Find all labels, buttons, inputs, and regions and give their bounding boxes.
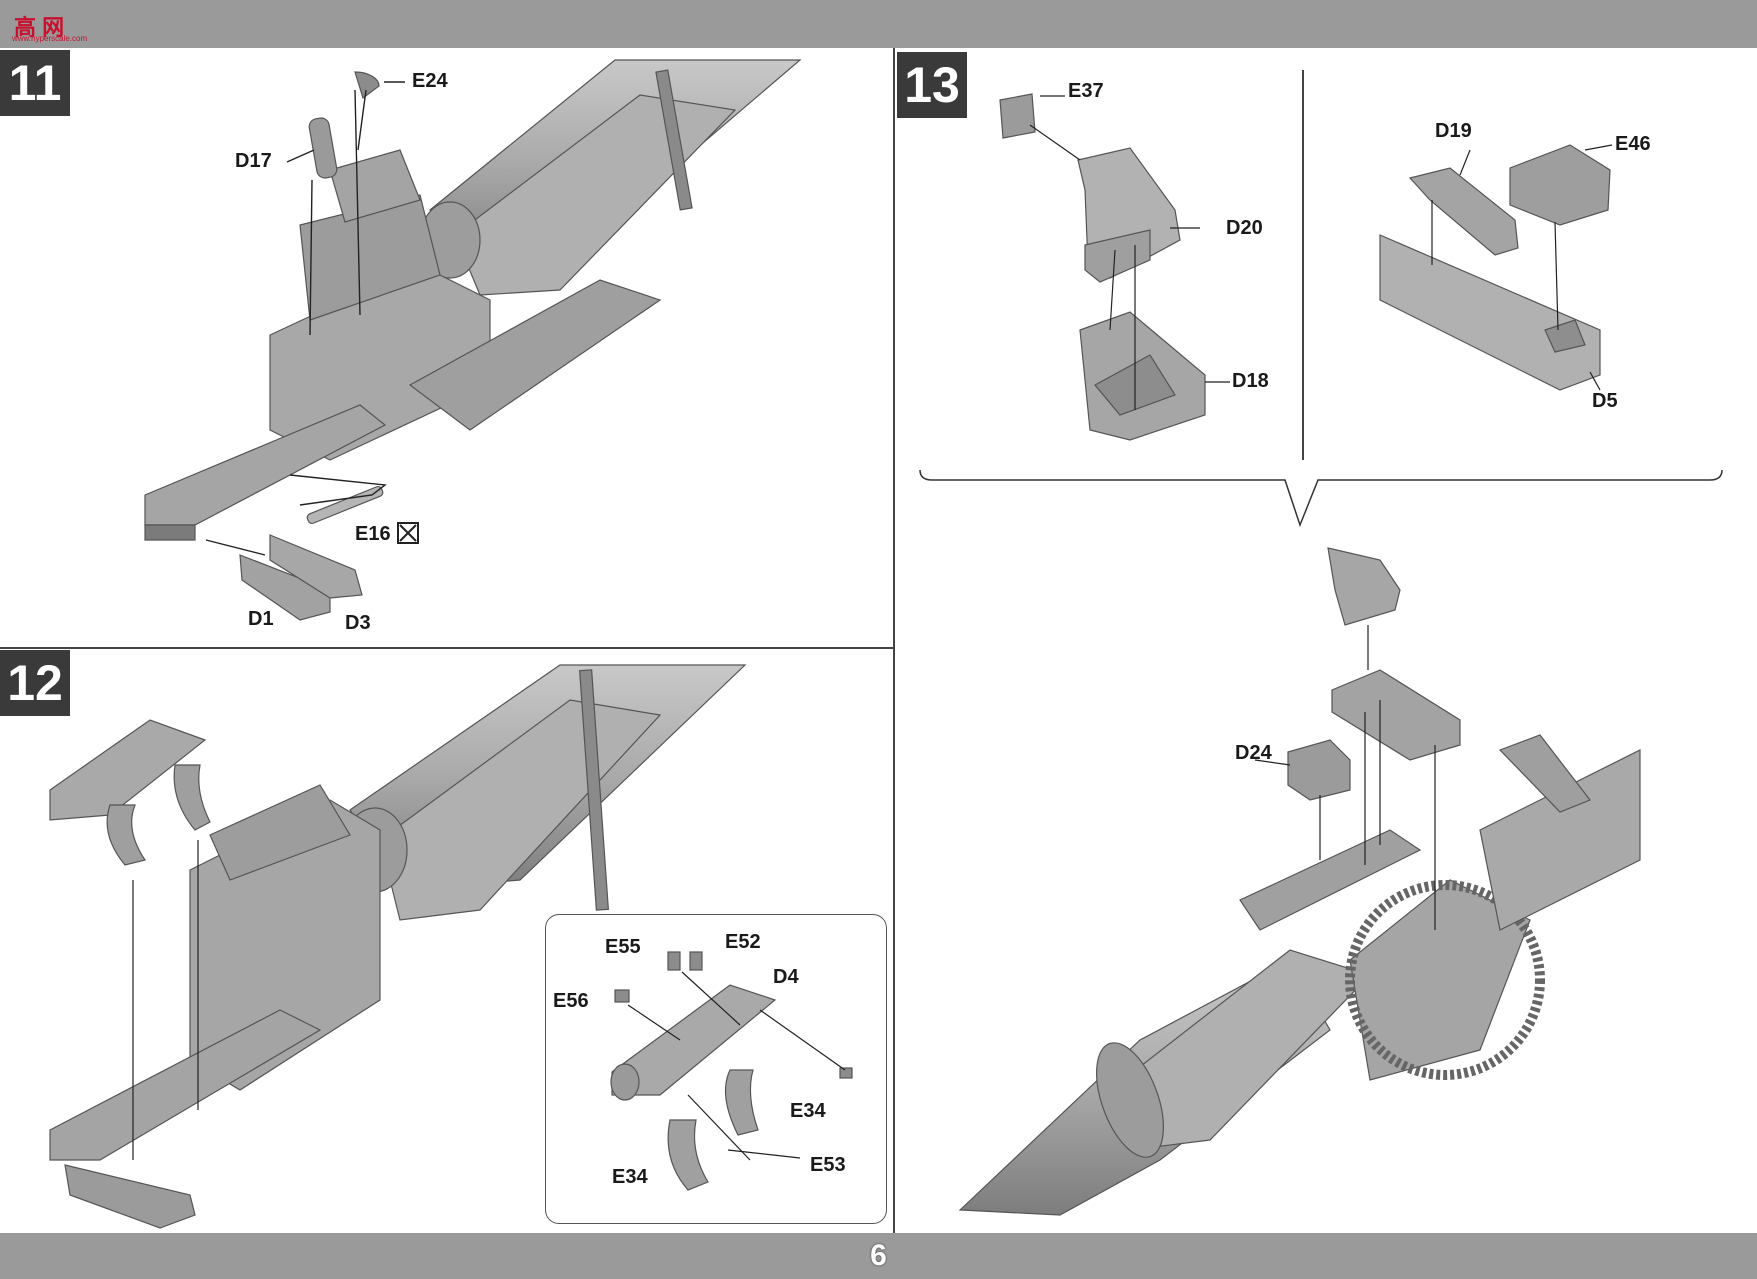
step-12-inset-leaders <box>627 971 846 1161</box>
step-13-gun-assembly <box>958 547 1641 1216</box>
label-E37: E37 <box>1068 80 1104 102</box>
no-glue-icon <box>397 522 419 544</box>
label-D3: D3 <box>345 612 371 634</box>
divider-vertical-main <box>893 48 895 1233</box>
step-12-leader-lines <box>132 840 199 1160</box>
divider-step11-12 <box>0 647 894 649</box>
label-E24: E24 <box>412 70 448 92</box>
step-13-badge: 13 <box>897 52 967 118</box>
step-13-assembly-leaders <box>1254 625 1436 930</box>
site-logo: 高 网 www.hyperscale.com <box>6 4 87 43</box>
step-13-grip-leaders <box>1029 95 1230 410</box>
step-13-callout-bracket <box>919 469 1723 528</box>
label-D1: D1 <box>248 608 274 630</box>
label-E16: E16 <box>355 523 391 545</box>
logo-text: 高 网 <box>14 15 65 40</box>
step-11-leader-lines <box>205 81 405 556</box>
step-13-grip-assembly <box>999 93 1206 441</box>
step-11-badge: 11 <box>0 50 70 116</box>
divider-step13-inner <box>1302 70 1304 460</box>
step-13-base-assembly <box>1379 144 1611 391</box>
label-D5: D5 <box>1592 390 1618 412</box>
label-E56: E56 <box>553 990 589 1012</box>
label-D18: D18 <box>1232 370 1269 392</box>
top-bar <box>0 0 1757 48</box>
label-E55: E55 <box>605 936 641 958</box>
label-E53: E53 <box>810 1154 846 1176</box>
label-E34-right: E34 <box>790 1100 826 1122</box>
bottom-bar <box>0 1233 1757 1279</box>
label-D20: D20 <box>1226 217 1263 239</box>
label-D24: D24 <box>1235 742 1272 764</box>
label-E34-left: E34 <box>612 1166 648 1188</box>
label-D4: D4 <box>773 966 799 988</box>
page-number: 6 <box>870 1239 887 1272</box>
label-D19: D19 <box>1435 120 1472 142</box>
step-13-base-leaders <box>1431 144 1613 391</box>
label-E52: E52 <box>725 931 761 953</box>
label-D17: D17 <box>235 150 272 172</box>
logo-subtext: www.hyperscale.com <box>12 34 88 43</box>
step-12-badge: 12 <box>0 650 70 716</box>
step-12-detail-inset <box>545 914 887 1224</box>
step-12-gun-assembly <box>49 664 747 1229</box>
step-12-inset-parts <box>610 951 853 1191</box>
step-11-gun-assembly <box>144 59 802 621</box>
label-E46: E46 <box>1615 133 1651 155</box>
assembly-illustrations <box>49 59 1723 1229</box>
